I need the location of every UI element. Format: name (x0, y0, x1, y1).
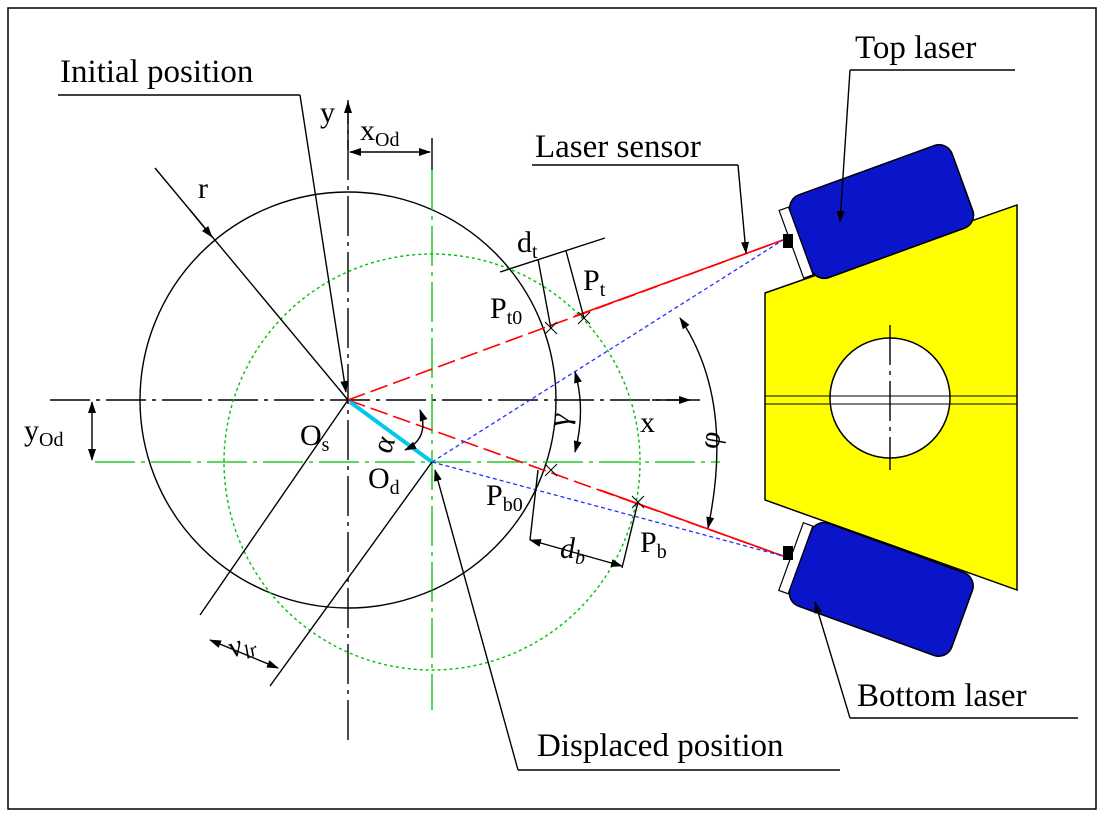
vlr-label: vlr (223, 624, 261, 668)
initial-circle (139, 191, 557, 609)
top-laser-label: Top laser (855, 30, 976, 66)
bottom-laser-label: Bottom laser (857, 678, 1027, 714)
gamma-arc (573, 371, 582, 453)
od-label: Od (368, 462, 400, 499)
laser-sensor-leader (737, 164, 749, 254)
gamma-label: γ (542, 410, 577, 430)
vlr-extension-od (269, 461, 433, 687)
dt-dimension-line (499, 237, 606, 273)
figure-frame (7, 7, 1097, 810)
radius-label: r (198, 172, 208, 205)
vlr-extension-os (199, 399, 349, 616)
phi-arc (679, 317, 718, 529)
os-label: Os (300, 419, 330, 456)
yod-label: yOd (24, 414, 63, 451)
top-laser-aperture (783, 234, 793, 248)
top-laser-leader (836, 69, 851, 223)
vlr-dimension-line (209, 639, 279, 669)
db-extension-right (621, 501, 639, 569)
displacement-vector (348, 400, 434, 464)
pb0-label: Pb0 (486, 479, 523, 516)
initial-position-leader (299, 94, 349, 393)
bottom-displaced-beam (431, 461, 784, 557)
phi-label: φ (692, 428, 728, 451)
initial-position-label: Initial position (60, 54, 253, 90)
xod-label: xOd (360, 114, 399, 151)
displaced-position-leader (434, 469, 519, 771)
db-label: db (560, 532, 585, 569)
bottom-laser-leader (814, 601, 851, 719)
laser-sensor-label: Laser sensor (535, 129, 701, 165)
y-axis-label: y (320, 96, 335, 129)
pb-label: Pb (640, 526, 667, 563)
top-displaced-beam (431, 239, 784, 463)
top-beam-solid (574, 239, 784, 317)
x-axis-label: x (640, 406, 655, 439)
dt-extension-right (565, 250, 585, 319)
db-extension-left (529, 469, 539, 541)
alpha-arc (404, 409, 428, 451)
radius-arrow (189, 209, 213, 238)
pt0-label: Pt0 (490, 292, 522, 329)
db-dimension-line (529, 539, 623, 567)
radius-line (154, 167, 349, 401)
bottom-laser-aperture (783, 546, 793, 560)
point-pb0 (544, 463, 558, 477)
dt-label: dt (517, 226, 538, 263)
displaced-position-label: Displaced position (537, 728, 784, 764)
dt-extension-left (537, 258, 552, 330)
pt-label: Pt (583, 264, 606, 301)
